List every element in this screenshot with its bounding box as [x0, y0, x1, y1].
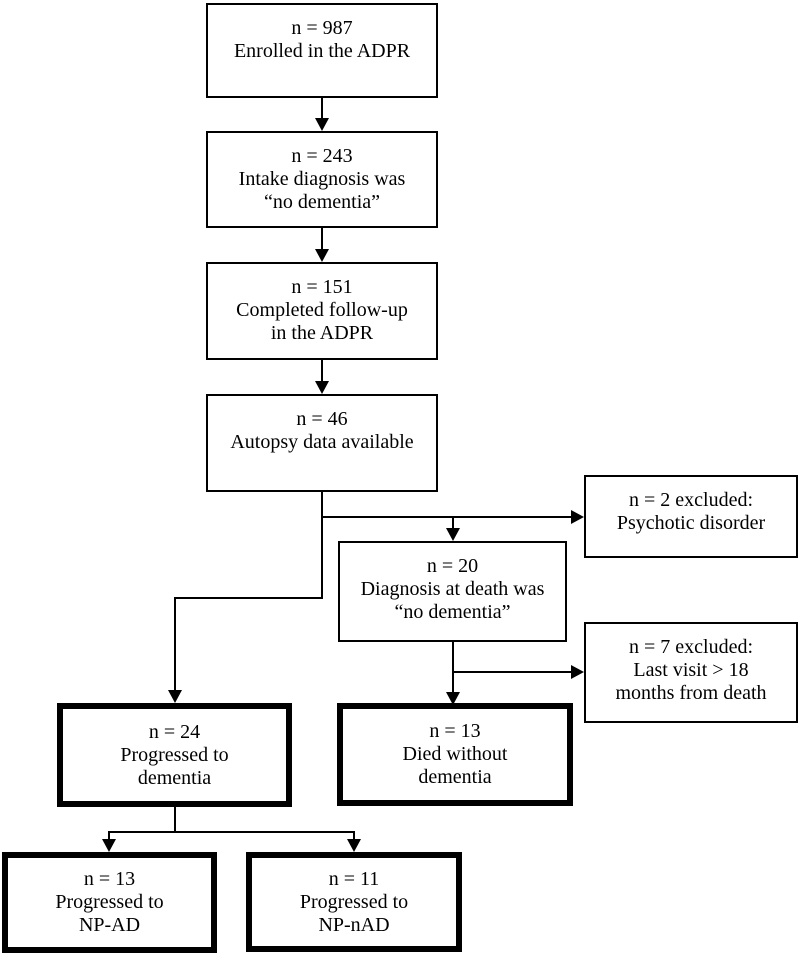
box-n-value: n = 2 excluded:	[628, 489, 754, 511]
box-label: Intake diagnosis was	[238, 168, 406, 190]
flow-box-died-without-dementia: n = 13 Died without dementia	[337, 703, 573, 806]
flow-box-enrolled: n = 987 Enrolled in the ADPR	[206, 3, 438, 98]
arrowhead-down-icon	[446, 528, 460, 541]
connector-line	[321, 228, 323, 251]
box-label: Died without	[402, 743, 508, 765]
box-n-value: n = 24	[148, 720, 201, 743]
arrowhead-down-icon	[347, 839, 361, 852]
arrowhead-down-icon	[315, 249, 329, 262]
arrowhead-down-icon	[315, 118, 329, 131]
box-n-value: n = 13	[429, 720, 481, 742]
box-label: Last visit > 18	[633, 659, 749, 681]
arrowhead-down-icon	[315, 381, 329, 394]
box-n-value: n = 46	[296, 408, 348, 430]
arrowhead-down-icon	[446, 692, 460, 705]
box-n-value: n = 243	[291, 145, 353, 167]
box-label: “no dementia”	[394, 601, 511, 623]
connector-line	[353, 831, 355, 841]
box-label: in the ADPR	[270, 322, 374, 344]
connector-line	[452, 517, 454, 530]
connector-line	[321, 98, 323, 120]
flow-box-death-no-dementia: n = 20 Diagnosis at death was “no dement…	[338, 541, 567, 642]
box-n-value: n = 7 excluded:	[628, 636, 754, 658]
arrowhead-right-icon	[571, 510, 584, 524]
connector-line	[108, 831, 110, 841]
box-label: Completed follow-up	[236, 299, 408, 321]
box-label: dementia	[137, 766, 212, 789]
box-label: NP-AD	[78, 914, 141, 936]
connector-line	[108, 831, 355, 833]
flow-box-completed-followup: n = 151 Completed follow-up in the ADPR	[206, 262, 438, 360]
arrowhead-down-icon	[168, 690, 182, 703]
flow-box-np-nad: n = 11 Progressed to NP-nAD	[246, 852, 462, 952]
box-label: Autopsy data available	[230, 431, 414, 453]
box-label: Progressed to	[55, 891, 164, 913]
connector-line	[174, 806, 176, 833]
connector-line	[174, 597, 176, 692]
connector-line	[174, 597, 323, 599]
connector-line	[321, 360, 323, 383]
box-label: NP-nAD	[318, 913, 390, 936]
flow-box-np-ad: n = 13 Progressed to NP-AD	[2, 852, 217, 953]
connector-line	[322, 516, 572, 518]
box-label: “no dementia”	[263, 191, 381, 213]
connector-line	[453, 671, 571, 673]
box-n-value: n = 11	[328, 867, 380, 890]
arrowhead-down-icon	[102, 839, 116, 852]
box-label: Enrolled in the ADPR	[233, 40, 411, 62]
box-n-value: n = 13	[83, 868, 136, 890]
box-label: Diagnosis at death was	[360, 578, 545, 600]
box-label: Psychotic disorder	[616, 512, 766, 534]
flow-box-excluded-last-visit: n = 7 excluded: Last visit > 18 months f…	[584, 622, 798, 723]
box-label: dementia	[418, 766, 492, 788]
box-label: Progressed to	[299, 890, 409, 913]
flow-box-progressed-dementia: n = 24 Progressed to dementia	[57, 703, 292, 807]
box-n-value: n = 151	[291, 276, 353, 298]
box-label: months from death	[615, 682, 767, 704]
arrowhead-right-icon	[571, 665, 584, 679]
box-label: Progressed to	[120, 743, 229, 766]
connector-line	[321, 492, 323, 599]
flow-box-excluded-psychotic: n = 2 excluded: Psychotic disorder	[584, 475, 798, 558]
flow-box-autopsy-available: n = 46 Autopsy data available	[206, 394, 438, 492]
box-n-value: n = 987	[291, 17, 353, 39]
connector-line	[452, 642, 454, 694]
box-n-value: n = 20	[426, 555, 479, 577]
flow-box-intake-diagnosis: n = 243 Intake diagnosis was “no dementi…	[206, 131, 438, 228]
